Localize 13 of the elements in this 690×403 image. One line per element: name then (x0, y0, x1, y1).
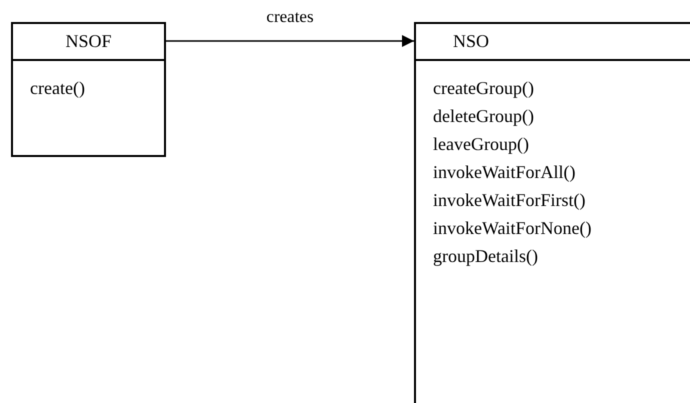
method-name: invokeWaitForNone() (433, 217, 592, 240)
method-name: createGroup() (433, 77, 534, 100)
method-name: create() (30, 77, 85, 100)
class-box (414, 22, 690, 403)
class-box (11, 22, 166, 157)
method-name: invokeWaitForFirst() (433, 189, 586, 212)
method-name: deleteGroup() (433, 105, 534, 128)
method-name: invokeWaitForAll() (433, 161, 576, 184)
arrow (166, 35, 414, 47)
class-name: NSO (416, 24, 690, 61)
method-name: groupDetails() (433, 245, 538, 268)
class-name: NSOF (13, 24, 164, 61)
method-name: leaveGroup() (433, 133, 529, 156)
